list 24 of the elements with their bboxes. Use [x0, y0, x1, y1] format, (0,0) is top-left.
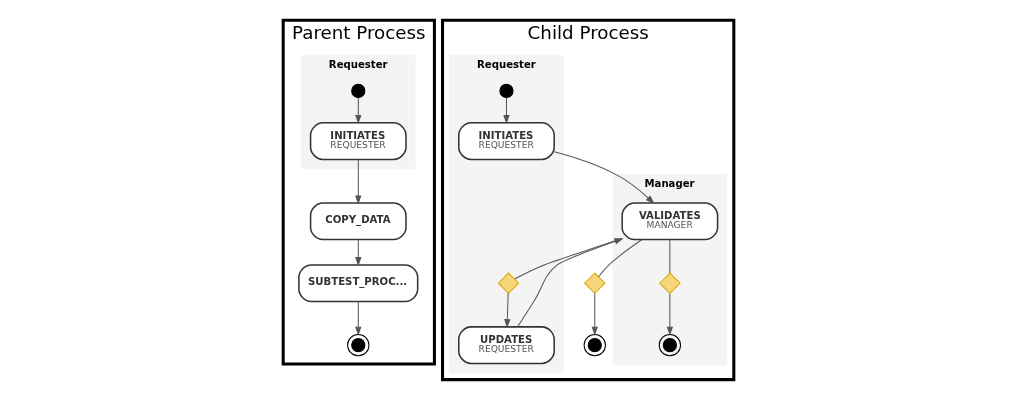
arrow [355, 239, 362, 267]
node-circle [583, 333, 606, 357]
node-circle [347, 333, 370, 357]
arrow [355, 97, 362, 125]
arrow [553, 151, 655, 205]
node-diamond [497, 272, 520, 295]
connector [669, 239, 671, 274]
arrow [504, 292, 511, 329]
node-box: SUBTEST_PROC... [298, 264, 419, 303]
node-diamond [583, 272, 606, 295]
arrow [591, 293, 598, 336]
arrow [355, 301, 362, 336]
node-box: VALIDATES MANAGER [621, 202, 719, 241]
arrow [355, 159, 362, 205]
node-box: UPDATES REQUESTER [458, 326, 555, 365]
node-diamond [659, 272, 681, 295]
arrow [503, 97, 510, 125]
node-circle [351, 83, 366, 98]
node-box: INITIATES REQUESTER [309, 122, 407, 161]
arrow [666, 293, 674, 336]
node-circle [658, 333, 682, 357]
node-circle [499, 83, 514, 98]
node-box: COPY_DATA [309, 202, 407, 241]
node-box: INITIATES REQUESTER [458, 122, 555, 161]
